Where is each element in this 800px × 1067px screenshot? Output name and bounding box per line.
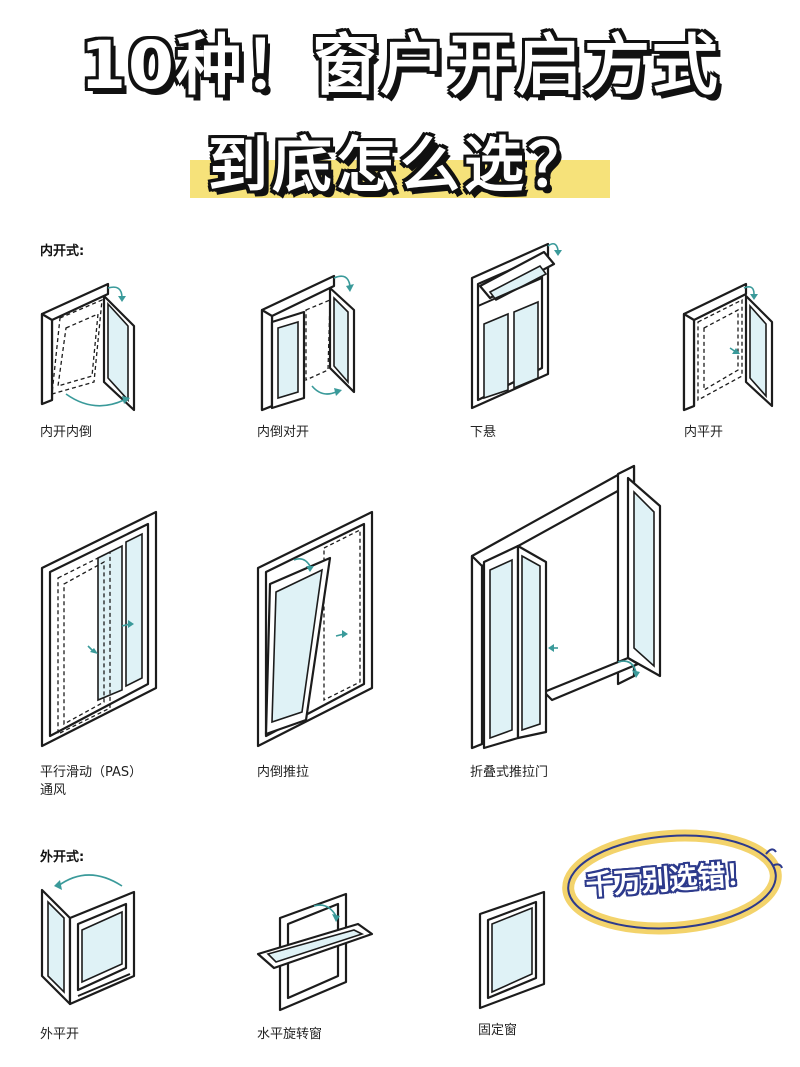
caption-inward-casement: 内平开 <box>684 425 724 440</box>
caption-horizontal-pivot: 水平旋转窗 <box>257 1027 323 1042</box>
fixed-window-icon <box>478 890 546 1010</box>
caption-tilt-turn: 内开内倒 <box>40 425 93 440</box>
page-subtitle: 到底怎么选？ <box>190 128 610 204</box>
outward-casement-window-icon <box>40 874 136 1006</box>
parallel-slide-window-icon <box>40 510 158 748</box>
horizontal-pivot-window-icon <box>256 892 374 1012</box>
caption-tilt-slide: 内倒推拉 <box>257 765 310 780</box>
caption-parallel-slide: 平行滑动（PAS） 通风 <box>40 765 143 798</box>
bottom-hung-window-icon <box>470 242 562 410</box>
caption-double-tilt: 内倒对开 <box>257 425 310 440</box>
tilt-slide-window-icon <box>256 510 374 748</box>
double-tilt-window-icon <box>260 274 356 412</box>
section-label-outward: 外开式: <box>40 850 85 865</box>
page-title: 10种！窗户开启方式 <box>80 27 720 104</box>
warning-badge-ring <box>562 829 783 935</box>
tilt-turn-window-icon <box>40 282 136 412</box>
section-label-inward: 内开式: <box>40 244 85 259</box>
inward-casement-window-icon <box>682 282 774 412</box>
folding-door-icon <box>470 464 662 750</box>
caption-bottom-hung: 下悬 <box>470 425 497 440</box>
caption-outward-casement: 外平开 <box>40 1027 80 1042</box>
caption-folding-door: 折叠式推拉门 <box>470 765 549 780</box>
caption-fixed: 固定窗 <box>478 1023 518 1038</box>
